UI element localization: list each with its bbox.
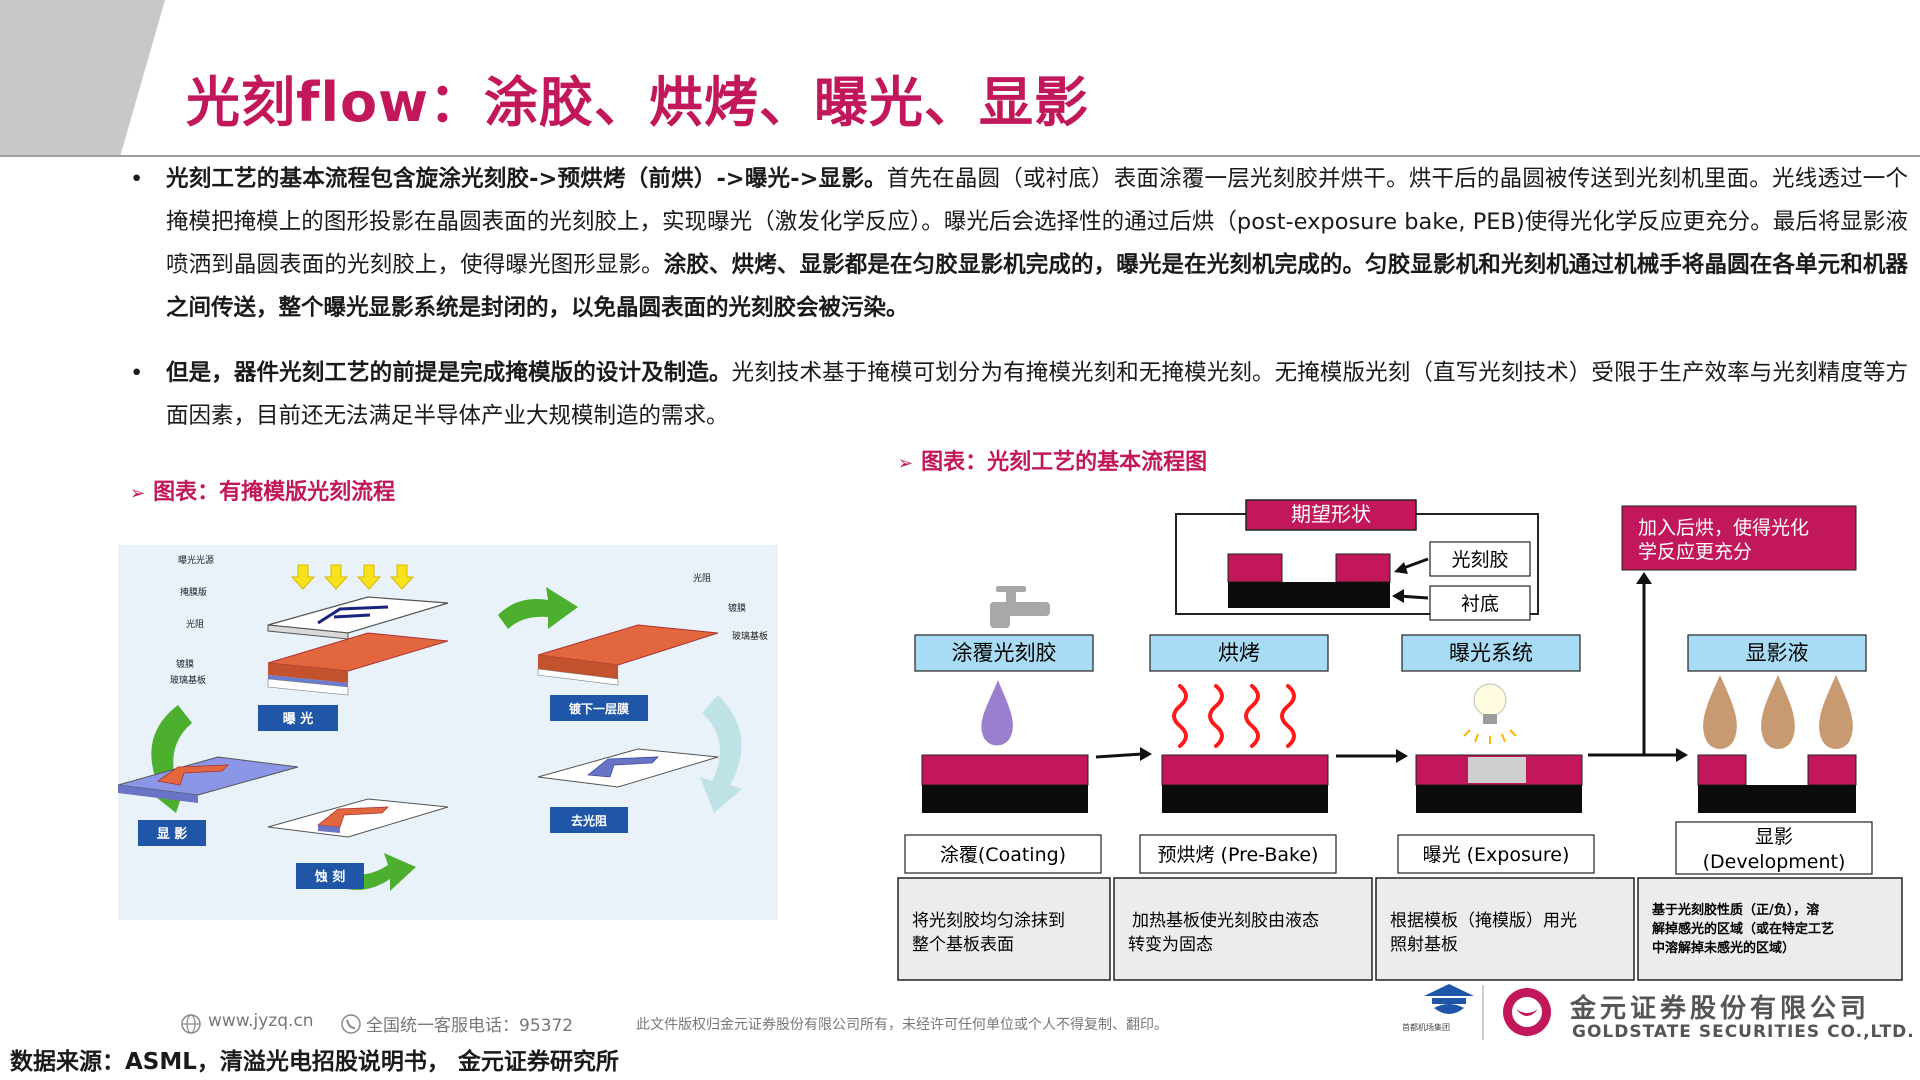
stage-name: 预烘烤 (Pre-Bake) [1158, 844, 1319, 866]
stage-desc-line: 将光刻胶均匀涂抹到 [912, 911, 1065, 931]
caption-arrow-icon: ➢ [130, 483, 146, 504]
phone-icon [341, 1014, 361, 1034]
footer-hotline: 全国统一客服电话：95372 [366, 1016, 574, 1036]
caption-arrow-icon: ➢ [898, 453, 914, 474]
company-name-cn: 金元证券股份有限公司 [1570, 994, 1871, 1024]
step-label: 镀下一层膜 [569, 701, 629, 716]
data-source: 数据来源：ASML，清溢光电招股说明书， 金元证券研究所 [10, 1049, 619, 1075]
mask-lithography-figure: 曝 光 曝光光源 掩膜版 光阻 镀膜 玻璃基板 镀下一层膜 光阻 镀膜 玻璃基板… [118, 545, 778, 920]
globe-icon [181, 1014, 201, 1034]
stage-name-line1: 显影 [1755, 826, 1793, 848]
post-bake-note-line2: 学反应更充分 [1638, 541, 1752, 563]
step-label: 蚀 刻 [314, 869, 346, 885]
bullet-1-bold: 光刻工艺的基本流程包含旋涂光刻胶->预烘烤（前烘）->曝光->显影。 [166, 166, 887, 192]
page-title: 光刻flow：涂胶、烘烤、曝光、显影 [186, 71, 1089, 134]
fig-label: 掩膜版 [180, 586, 207, 598]
stage-desc-line: 照射基板 [1390, 935, 1458, 955]
developer-drop-icon [1703, 675, 1853, 749]
step-label: 显 影 [157, 826, 188, 842]
stage-head: 显影液 [1746, 641, 1809, 665]
bullet-list: 光刻工艺的基本流程包含旋涂光刻胶->预烘烤（前烘）->曝光->显影。首先在晶圆（… [130, 158, 1908, 438]
footer-copyright: 此文件版权归金元证券股份有限公司所有，未经许可任何单位或个人不得复制、翻印。 [636, 1017, 1168, 1033]
heat-wave-icon [1172, 684, 1296, 748]
stage-head: 曝光系统 [1449, 641, 1533, 665]
desired-shape-label: 期望形状 [1291, 502, 1371, 526]
cycle-arrow-icon [700, 695, 742, 813]
stage-desc-line: 根据模板（掩模版）用光 [1390, 911, 1577, 931]
flow-arrow-icon [1095, 747, 1688, 763]
stage-name: 涂覆(Coating) [940, 844, 1066, 866]
stage-desc-line: 整个基板表面 [912, 935, 1014, 955]
stage-descriptions: 将光刻胶均匀涂抹到 整个基板表面 加热基板使光刻胶由液态 转变为固态 根据模板（… [897, 877, 1903, 981]
bullet-2: 但是，器件光刻工艺的前提是完成掩模版的设计及制造。光刻技术基于掩模可划分为有掩模… [130, 352, 1908, 438]
light-arrows-icon [290, 564, 415, 590]
stage-head: 涂覆光刻胶 [952, 641, 1057, 665]
footer-website[interactable]: www.jyzq.cn [208, 1011, 314, 1031]
substrate-label: 衬底 [1461, 593, 1499, 615]
stage-names: 涂覆(Coating) 预烘烤 (Pre-Bake) 曝光 (Exposure)… [904, 821, 1873, 875]
stage-desc-line: 转变为固态 [1128, 935, 1213, 955]
step-label: 曝 光 [283, 711, 314, 727]
resist-drop-icon [981, 680, 1013, 746]
bullet-1: 光刻工艺的基本流程包含旋涂光刻胶->预烘烤（前烘）->曝光->显影。首先在晶圆（… [130, 158, 1908, 330]
fig-label: 玻璃基板 [170, 674, 206, 686]
stage-head: 烘烤 [1218, 641, 1260, 665]
lithography-flow-figure: 期望形状 光刻胶 衬底 加入后烘，使得光化 学反应更充分 涂覆光刻胶 烘烤 曝光… [897, 499, 1903, 981]
faucet-icon [990, 586, 1050, 628]
corner-decoration [0, 0, 165, 157]
caption-right: ➢图表：光刻工艺的基本流程图 [898, 450, 1208, 475]
stage-name-line2: (Development) [1703, 851, 1846, 873]
post-bake-note-line1: 加入后烘，使得光化 [1638, 517, 1809, 539]
fig-label: 曝光光源 [178, 554, 214, 566]
bullet-1-text: 首先在晶圆（或衬底）表面涂覆一层光刻胶并烘干。烘干后的晶圆被传送到光刻机里面。光… [166, 166, 1908, 278]
step-label: 去光阻 [571, 813, 607, 828]
stage-name: 曝光 (Exposure) [1423, 844, 1570, 866]
wafer-stacks [921, 754, 1857, 813]
company-name-en: GOLDSTATE SECURITIES CO.,LTD. [1572, 1022, 1915, 1042]
caption-left: ➢图表：有掩模版光刻流程 [130, 480, 396, 505]
goldstate-logo-icon [1503, 988, 1551, 1036]
bullet-2-bold: 但是，器件光刻工艺的前提是完成掩模版的设计及制造。 [166, 360, 732, 386]
airport-group-name: 首都机场集团 [1402, 1023, 1450, 1032]
stage-desc-line: 中溶解掉未感光的区域） [1652, 940, 1795, 956]
fig-label: 玻璃基板 [732, 630, 768, 642]
bullet-1-bold-2: 涂胶、烘烤、显影都是在匀胶显影机完成的，曝光是在光刻机完成的。匀胶显影机和光刻机… [166, 252, 1908, 321]
fig-label: 光阻 [693, 572, 711, 584]
fig-label: 光阻 [186, 618, 204, 630]
stage-desc-line: 加热基板使光刻胶由液态 [1132, 910, 1319, 931]
stage-desc-line: 基于光刻胶性质（正/负），溶 [1651, 902, 1819, 918]
stage-headers: 涂覆光刻胶 烘烤 曝光系统 显影液 [914, 634, 1867, 672]
title-divider [0, 155, 1920, 157]
light-bulb-icon [1463, 683, 1517, 744]
stage-desc-line: 解掉感光的区域（或在特定工艺 [1651, 921, 1834, 937]
bullet-2-text: 光刻技术基于掩模可划分为有掩模光刻和无掩模光刻。无掩模版光刻（直写光刻技术）受限… [166, 360, 1908, 429]
resist-label: 光刻胶 [1451, 549, 1508, 571]
footer-divider [1482, 985, 1484, 1040]
airport-group-logo-icon [1424, 984, 1474, 1014]
fig-label: 镀膜 [176, 658, 194, 670]
fig-label: 镀膜 [728, 602, 746, 614]
